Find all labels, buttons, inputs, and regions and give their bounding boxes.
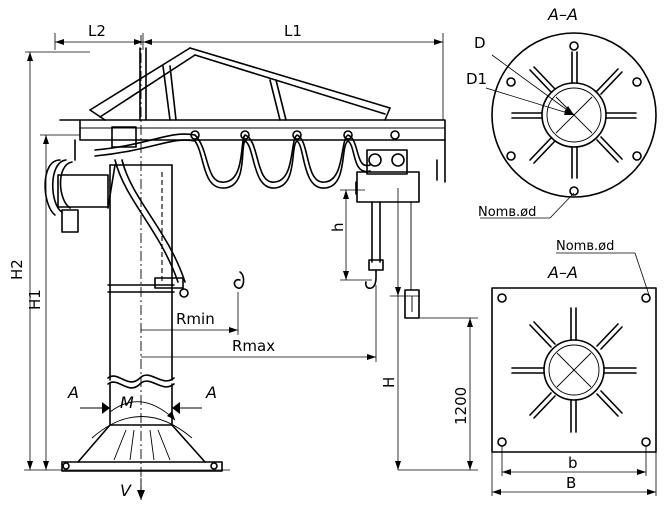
dim-D1-label: D1 xyxy=(466,70,487,88)
bolt-holes-bottom-label: Nomв.ød xyxy=(556,239,614,254)
left-dimensions: H2 H1 xyxy=(8,51,230,471)
section-mark-A-right: A xyxy=(205,383,217,402)
dim-B-label: B xyxy=(566,474,576,492)
jib-truss xyxy=(59,47,446,183)
section-top-title: A–A xyxy=(547,5,578,24)
top-dimensions: L2 L1 xyxy=(54,22,444,120)
dim-L1-label: L1 xyxy=(284,22,302,40)
dim-H2-label: H2 xyxy=(8,259,26,280)
load-V-label: V xyxy=(120,481,132,500)
column-base: A A M V xyxy=(61,383,223,500)
section-mark-A-left: A xyxy=(67,383,79,402)
section-bottom-title: A–A xyxy=(547,263,578,282)
dim-b-label: b xyxy=(568,454,578,472)
dim-1200-label: 1200 xyxy=(452,387,470,425)
dim-h-label: h xyxy=(329,222,347,232)
radius-dimensions: Rmin Rmax xyxy=(141,285,377,362)
dim-L2-label: L2 xyxy=(88,22,106,40)
moment-M-label: M xyxy=(120,393,134,412)
section-circular-flange: A–A D D1 Nomв.ød xyxy=(466,5,657,220)
dim-Rmax-label: Rmax xyxy=(232,337,275,355)
section-square-plate: A–A Nomв.ød b xyxy=(491,239,657,496)
dim-D-label: D xyxy=(474,34,486,52)
electric-hoist xyxy=(233,149,420,319)
festoon-cable xyxy=(44,130,400,298)
column xyxy=(107,35,175,500)
right-dimensions: H 1200 h xyxy=(329,188,478,471)
bolt-holes-top-label: Nomв.ød xyxy=(478,205,536,220)
dim-H-label: H xyxy=(380,377,398,388)
dim-H1-label: H1 xyxy=(26,289,44,310)
dim-Rmin-label: Rmin xyxy=(176,310,215,328)
